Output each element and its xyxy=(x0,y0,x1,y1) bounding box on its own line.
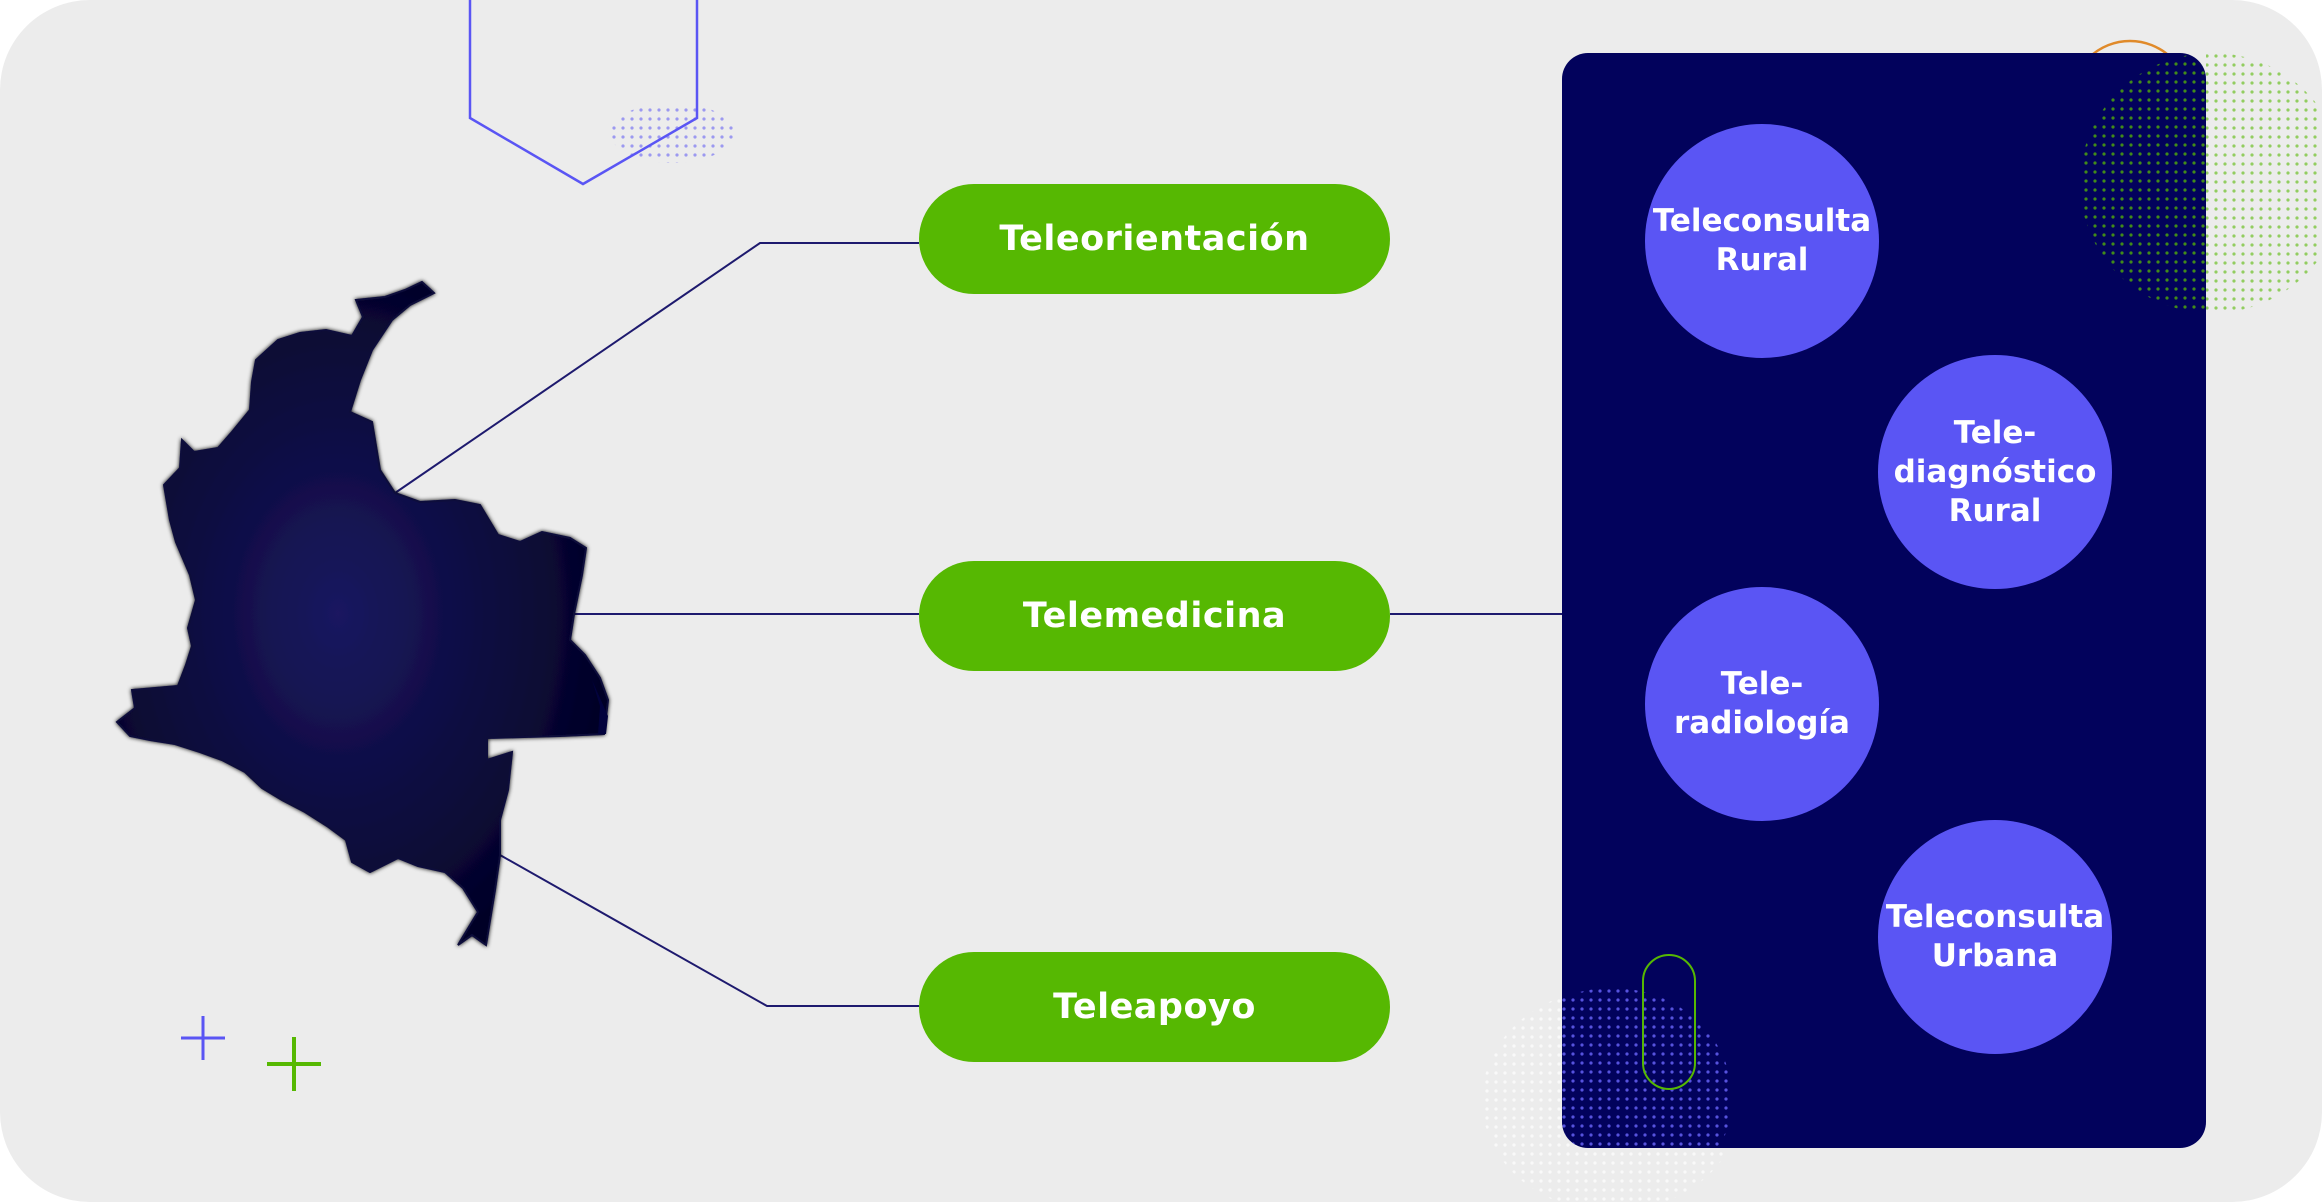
dot-pattern-decoration xyxy=(2080,53,2206,313)
connector-line xyxy=(394,242,919,494)
connector-line xyxy=(499,854,919,1007)
service-circle-teleconsulta-urbana[interactable]: Teleconsulta Urbana xyxy=(1878,820,2112,1054)
plus-marker-icon xyxy=(267,1037,321,1091)
capsule-outline-decoration xyxy=(1642,954,1696,1090)
category-pill-teleapoyo[interactable]: Teleapoyo xyxy=(919,952,1390,1062)
services-panel: Teleconsulta Rural Tele- diagnóstico Rur… xyxy=(1562,53,2206,1148)
panel-decorations xyxy=(1562,53,2206,1148)
category-pill-telemedicina[interactable]: Telemedicina xyxy=(919,561,1390,671)
category-pill-teleorientacion[interactable]: Teleorientación xyxy=(919,184,1390,294)
dot-pattern-decoration xyxy=(1562,988,1732,1148)
colombia-map-icon xyxy=(115,280,610,947)
service-circle-teleradiologia[interactable]: Tele- radiología xyxy=(1645,587,1879,821)
colombia-map-icon xyxy=(592,680,608,734)
service-circle-telediagnostico-rural[interactable]: Tele- diagnóstico Rural xyxy=(1878,355,2112,589)
service-circle-teleconsulta-rural[interactable]: Teleconsulta Rural xyxy=(1645,124,1879,358)
plus-marker-icon xyxy=(181,1016,225,1060)
hexagon-decoration xyxy=(468,0,699,186)
dot-pattern-decoration xyxy=(610,103,734,163)
